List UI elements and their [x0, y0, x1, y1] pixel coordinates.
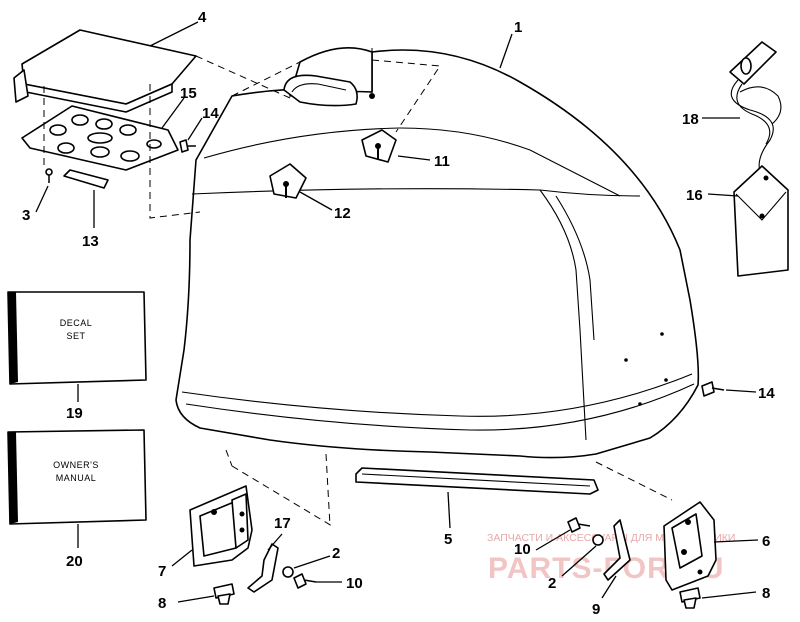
assembly-guides — [43, 48, 673, 527]
callout-10-left: 10 — [346, 575, 363, 592]
washer-left — [282, 566, 294, 578]
seal-strip — [355, 467, 599, 495]
grommet-left — [213, 583, 235, 605]
callout-2-right: 2 — [548, 575, 556, 592]
callout-13: 13 — [82, 233, 99, 250]
engine-cover — [175, 46, 700, 459]
latch-knob-front — [269, 163, 307, 199]
manual-label-1: OWNER'S — [53, 460, 99, 470]
washer-right — [592, 534, 604, 546]
cable-assembly — [729, 41, 782, 173]
screw-right — [567, 517, 591, 533]
callout-4: 4 — [198, 9, 207, 26]
callout-1: 1 — [514, 19, 522, 36]
rubber-strip — [63, 169, 109, 189]
callout-9: 9 — [592, 601, 600, 618]
callout-7: 7 — [158, 563, 166, 580]
callout-16: 16 — [686, 187, 703, 204]
callout-14-side: 14 — [758, 385, 775, 402]
callout-12: 12 — [334, 205, 351, 222]
callout-numbers: 1 4 15 14 3 13 11 12 18 16 14 19 20 5 7 … — [22, 9, 775, 618]
callout-17: 17 — [274, 515, 291, 532]
small-screw — [45, 168, 53, 183]
callout-8-right: 8 — [762, 585, 770, 602]
screw-side — [701, 381, 725, 397]
grommet-right — [679, 587, 701, 609]
right-bracket — [663, 501, 717, 591]
callout-3: 3 — [22, 207, 30, 224]
callout-10-right: 10 — [514, 541, 531, 558]
gasket-plate — [21, 105, 179, 171]
callout-11: 11 — [434, 153, 450, 170]
top-lid — [13, 29, 197, 113]
callout-2-left: 2 — [332, 545, 340, 562]
left-bracket — [189, 485, 253, 567]
latch-knob-rear — [361, 129, 397, 163]
manual-label-2: MANUAL — [56, 473, 97, 483]
callout-6: 6 — [762, 533, 770, 550]
cover-body — [175, 49, 700, 459]
decal-set-box: DECAL SET — [7, 291, 147, 385]
filler-recess — [283, 74, 358, 107]
callout-8-left: 8 — [158, 595, 166, 612]
leader-lines — [35, 21, 759, 603]
small-arm — [247, 543, 279, 593]
pouch — [733, 165, 789, 277]
decal-label-1: DECAL — [60, 318, 93, 328]
owners-manual-box: OWNER'S MANUAL — [7, 429, 147, 525]
callout-20: 20 — [66, 553, 83, 570]
decal-label-2: SET — [66, 331, 85, 341]
callout-19: 19 — [66, 405, 83, 422]
callout-14-top: 14 — [202, 105, 219, 122]
arm-right — [603, 519, 631, 581]
screw-left — [293, 573, 317, 589]
screw-top — [179, 139, 196, 153]
callout-15: 15 — [180, 85, 197, 102]
callout-5: 5 — [444, 531, 452, 548]
callout-18: 18 — [682, 111, 699, 128]
